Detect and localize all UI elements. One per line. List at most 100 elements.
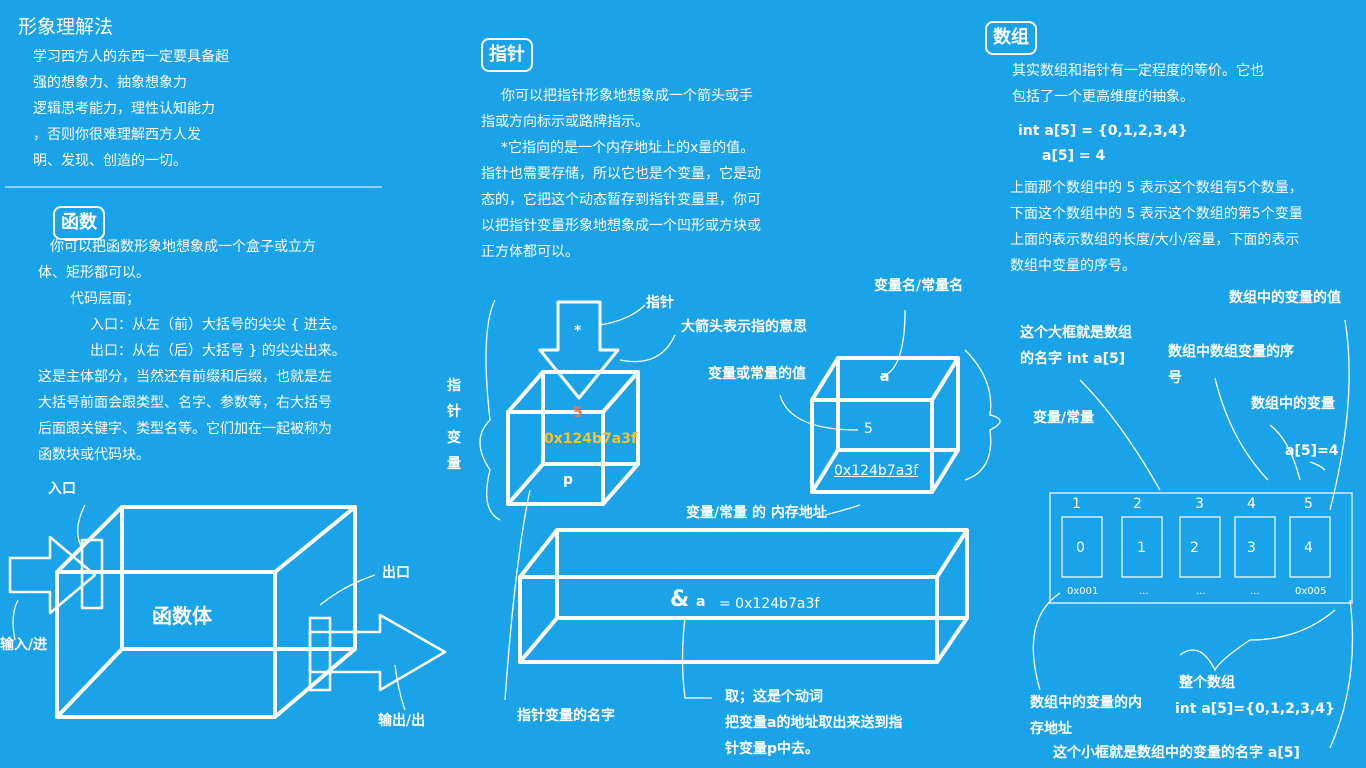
array-index: 5: [1304, 496, 1313, 512]
whole-array-note: 整个数组 int a[5]={0,1,2,3,4}: [1175, 670, 1335, 722]
mem-address-label: 变量/常量 的 内存地址: [686, 505, 827, 521]
pointer-address: 0x124b7a3f: [544, 431, 638, 447]
array-index: 4: [1247, 496, 1256, 512]
pointer-cube: [506, 370, 640, 506]
pointer-var-p: p: [563, 472, 574, 488]
array-index: 1: [1072, 496, 1081, 512]
array-address: 0x001: [1067, 586, 1099, 597]
function-line: 入口：从左（前）大括号的尖尖 { 进去。: [90, 317, 346, 333]
exit-label: 出口: [382, 565, 410, 581]
take-line: 取；这是个动词: [725, 689, 823, 705]
array-value: 4: [1304, 540, 1313, 556]
big-pointer-arrow: [538, 300, 620, 400]
pointer-line: 指针也需要存储，所以它也是个变量，它是动: [481, 166, 761, 182]
varname-label: 变量名/常量名: [874, 278, 964, 294]
pointer-variable-vertical-1: 指: [447, 378, 461, 394]
array-index: 3: [1195, 496, 1204, 512]
pointed-value: 5: [573, 405, 583, 421]
pointer-name-label: 指针变量的名字: [517, 708, 615, 724]
star-symbol: *: [574, 323, 582, 339]
heading-visual-method: 形象理解法: [18, 16, 114, 38]
array-value: 3: [1247, 540, 1256, 556]
array-desc-line: 下面这个数组中的 5 表示这个数组的第5个变量: [1010, 206, 1303, 222]
function-line: 体、矩形都可以。: [38, 265, 150, 281]
array-code-elem: a[5] = 4: [1042, 148, 1106, 164]
array-desc-line: 上面那个数组中的 5 表示这个数组有5个数量，: [1010, 180, 1303, 196]
var-name-a: a: [880, 369, 890, 385]
array-intro-line: 包括了一个更高维度的抽象。: [1012, 89, 1194, 105]
memory-address-note: 数组中的变量的内 存地址: [1030, 690, 1142, 742]
pointer-line: 正方体都可以。: [481, 244, 579, 260]
function-paragraph: 你可以把函数形象地想象成一个盒子或立方 体、矩形都可以。 代码层面； 入口：从左…: [38, 234, 346, 468]
take-line: 针变量p中去。: [725, 741, 820, 757]
intro-line: 学习西方人的东西一定要具备超: [33, 49, 229, 65]
array-intro: 其实数组和指针有一定程度的等价。它也 包括了一个更高维度的抽象。: [1012, 58, 1264, 110]
var-address: 0x124b7a3f: [834, 463, 919, 479]
pointer-line: 指或方向标示或路牌指示。: [481, 114, 649, 130]
pointer-line: 态的，它把这个动态暂存到指针变量里，你可: [481, 192, 761, 208]
a5-equals-4: a[5]=4: [1285, 443, 1339, 459]
array-description: 上面那个数组中的 5 表示这个数组有5个数量， 下面这个数组中的 5 表示这个数…: [1010, 175, 1303, 279]
function-line: 出口：从右（后）大括号 } 的尖尖出来。: [90, 343, 346, 359]
array-title: 数组: [985, 21, 1037, 55]
memory-address-line: 存地址: [1030, 721, 1072, 737]
address-prism: [518, 528, 969, 664]
var-value-label: 变量或常量的值: [708, 366, 806, 382]
big-box-note: 这个大框就是数组 的名字 int a[5]: [1020, 320, 1132, 372]
intro-line: ，否则你很难理解西方人发: [33, 127, 201, 143]
function-body-label: 函数体: [152, 604, 212, 628]
function-line: 代码层面；: [70, 291, 140, 307]
array-address: ...: [1250, 586, 1260, 597]
var-value-5: 5: [864, 421, 873, 437]
array-address: 0x005: [1295, 586, 1327, 597]
array-value: 2: [1190, 540, 1199, 556]
whole-array-line: int a[5]={0,1,2,3,4}: [1175, 701, 1335, 717]
big-box-line: 的名字 int a[5]: [1020, 351, 1126, 367]
exit-arrow: [308, 613, 447, 692]
pointer-variable-vertical-4: 量: [447, 456, 461, 472]
function-line: 后面跟关键字、类型名等。它们加在一起被称为: [38, 421, 332, 437]
intro-paragraph: 学习西方人的东西一定要具备超 强的想象力、抽象想象力 逻辑思考能力，理性认知能力…: [33, 44, 229, 174]
output-label: 输出/出: [378, 713, 426, 729]
array-code-decl: int a[5] = {0,1,2,3,4}: [1018, 123, 1188, 139]
function-line: 大括号前面会跟类型、名字、参数等，右大括号: [38, 395, 332, 411]
intro-line: 强的想象力、抽象想象力: [33, 75, 187, 91]
ampersand-result: = 0x124b7a3f: [719, 596, 820, 612]
array-address: ...: [1196, 586, 1206, 597]
small-box-note: 这个小框就是数组中的变量的名字 a[5]: [1053, 745, 1300, 761]
entry-arrow: [8, 535, 97, 615]
pointer-paragraph: 你可以把指针形象地想象成一个箭头或手 指或方向标示或路牌指示。 *它指向的是一个…: [481, 83, 761, 265]
entry-label: 入口: [48, 481, 76, 497]
ampersand-var: a: [696, 594, 706, 610]
intro-line: 逻辑思考能力，理性认知能力: [33, 101, 215, 117]
function-line: 这是主体部分，当然还有前缀和后缀，也就是左: [38, 369, 332, 385]
array-intro-line: 其实数组和指针有一定程度的等价。它也: [1012, 63, 1264, 79]
index-line: 数组中数组变量的序: [1168, 344, 1294, 360]
ampersand-operator: &: [670, 587, 690, 612]
pointer-line: 以把指针变量形象地想象成一个凹形或方块或: [481, 218, 761, 234]
array-value: 1: [1137, 540, 1146, 556]
array-var-label: 数组中的变量: [1251, 396, 1335, 412]
pointer-line: 你可以把指针形象地想象成一个箭头或手: [501, 88, 753, 104]
index-line: 号: [1168, 370, 1182, 386]
function-line: 函数块或代码块。: [38, 447, 150, 463]
arrow-meaning-label: 大箭头表示指的意思: [681, 319, 807, 335]
pointer-line: *它指向的是一个内存地址上的x量的值。: [501, 140, 755, 156]
function-title: 函数: [53, 206, 105, 240]
take-line: 把变量a的地址取出来送到指: [725, 715, 903, 731]
take-explanation: 取；这是个动词 把变量a的地址取出来送到指 针变量p中去。: [725, 684, 902, 762]
array-desc-line: 上面的表示数组的长度/大小/容量，下面的表示: [1010, 232, 1300, 248]
array-frame: [1049, 492, 1353, 604]
input-label: 输入/进: [0, 637, 48, 653]
big-box-line: 这个大框就是数组: [1020, 325, 1132, 341]
array-var-value-label: 数组中的变量的值: [1229, 290, 1341, 306]
pointer-title: 指针: [481, 38, 533, 72]
var-const-label: 变量/常量: [1033, 410, 1095, 426]
function-line: 你可以把函数形象地想象成一个盒子或立方: [50, 239, 316, 255]
memory-address-line: 数组中的变量的内: [1030, 695, 1142, 711]
pointer-variable-vertical-3: 变: [447, 430, 461, 446]
whole-array-line: 整个数组: [1179, 675, 1235, 691]
array-index: 2: [1133, 496, 1142, 512]
intro-line: 明、发现、创造的一切。: [33, 153, 187, 169]
